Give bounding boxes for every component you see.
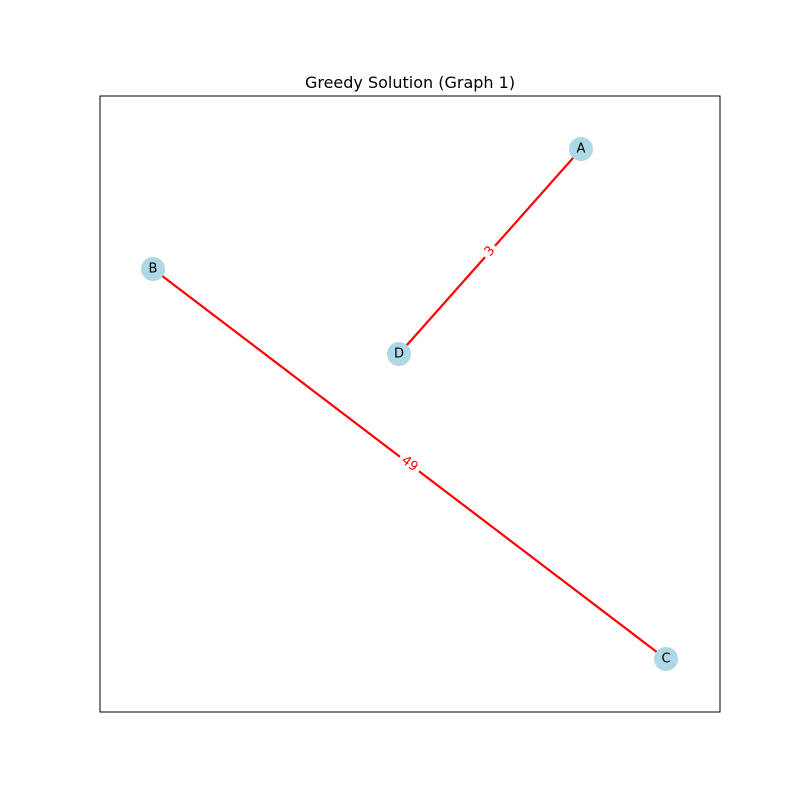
node-label-A: A xyxy=(577,142,586,157)
edge-label-background xyxy=(394,449,425,479)
edge-label-group-B-C: 49 xyxy=(394,449,425,479)
node-A xyxy=(569,137,593,161)
edge-label-group-A-D: 3 xyxy=(478,239,502,264)
node-D xyxy=(387,342,411,366)
edge-labels-layer: 3 49 xyxy=(394,239,502,479)
node-label-D: D xyxy=(394,347,404,362)
graph-title: Greedy Solution (Graph 1) xyxy=(305,73,515,92)
node-C xyxy=(654,647,678,671)
node-label-C: C xyxy=(661,652,670,667)
node-B xyxy=(141,257,165,281)
node-label-B: B xyxy=(149,262,158,277)
nodes-layer: A B C D xyxy=(141,137,678,671)
plot-frame xyxy=(99,95,721,713)
edge-label-background xyxy=(478,239,502,264)
